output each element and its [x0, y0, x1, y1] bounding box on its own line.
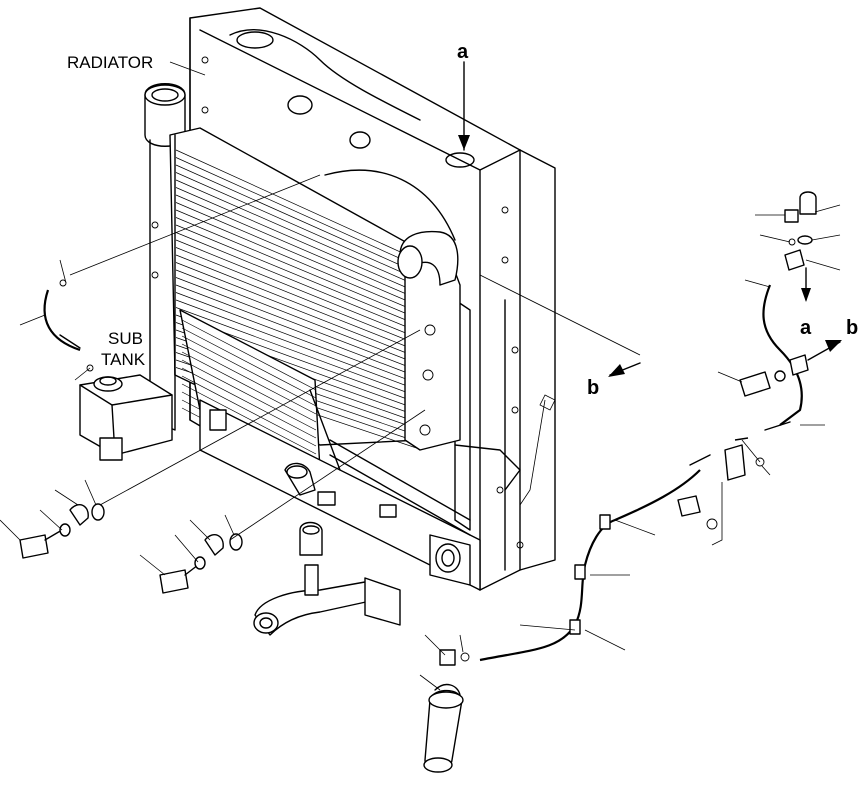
- sub-tank-label-line2: TANK: [101, 350, 146, 369]
- sub-tank-hose: [43, 279, 94, 372]
- hose-stub: [284, 462, 336, 506]
- ref-label-a-right: a: [800, 317, 812, 339]
- leader-lines: [0, 61, 841, 691]
- lower-core: [179, 309, 521, 591]
- arrow-a-top: [458, 61, 470, 151]
- hose-clip: [299, 521, 323, 556]
- sensor-harness: [479, 191, 817, 662]
- arrow-b-left: [608, 362, 641, 377]
- ref-label-b-right: b: [846, 317, 858, 339]
- upper-inlet-pipe: [144, 83, 186, 431]
- arrow-b-right: [807, 340, 842, 361]
- sub-tank-label-line1: SUB: [108, 329, 143, 348]
- drain-hose: [423, 649, 470, 773]
- lower-hose: [253, 564, 401, 636]
- drain-valve-left: [19, 503, 105, 559]
- ref-label-b-left: b: [587, 377, 599, 399]
- ref-label-a-top: a: [457, 41, 469, 63]
- arrow-a-right: [801, 267, 811, 302]
- sub-tank: [79, 374, 173, 461]
- radiator-label: RADIATOR: [67, 53, 153, 72]
- drain-valve-middle: [159, 533, 243, 594]
